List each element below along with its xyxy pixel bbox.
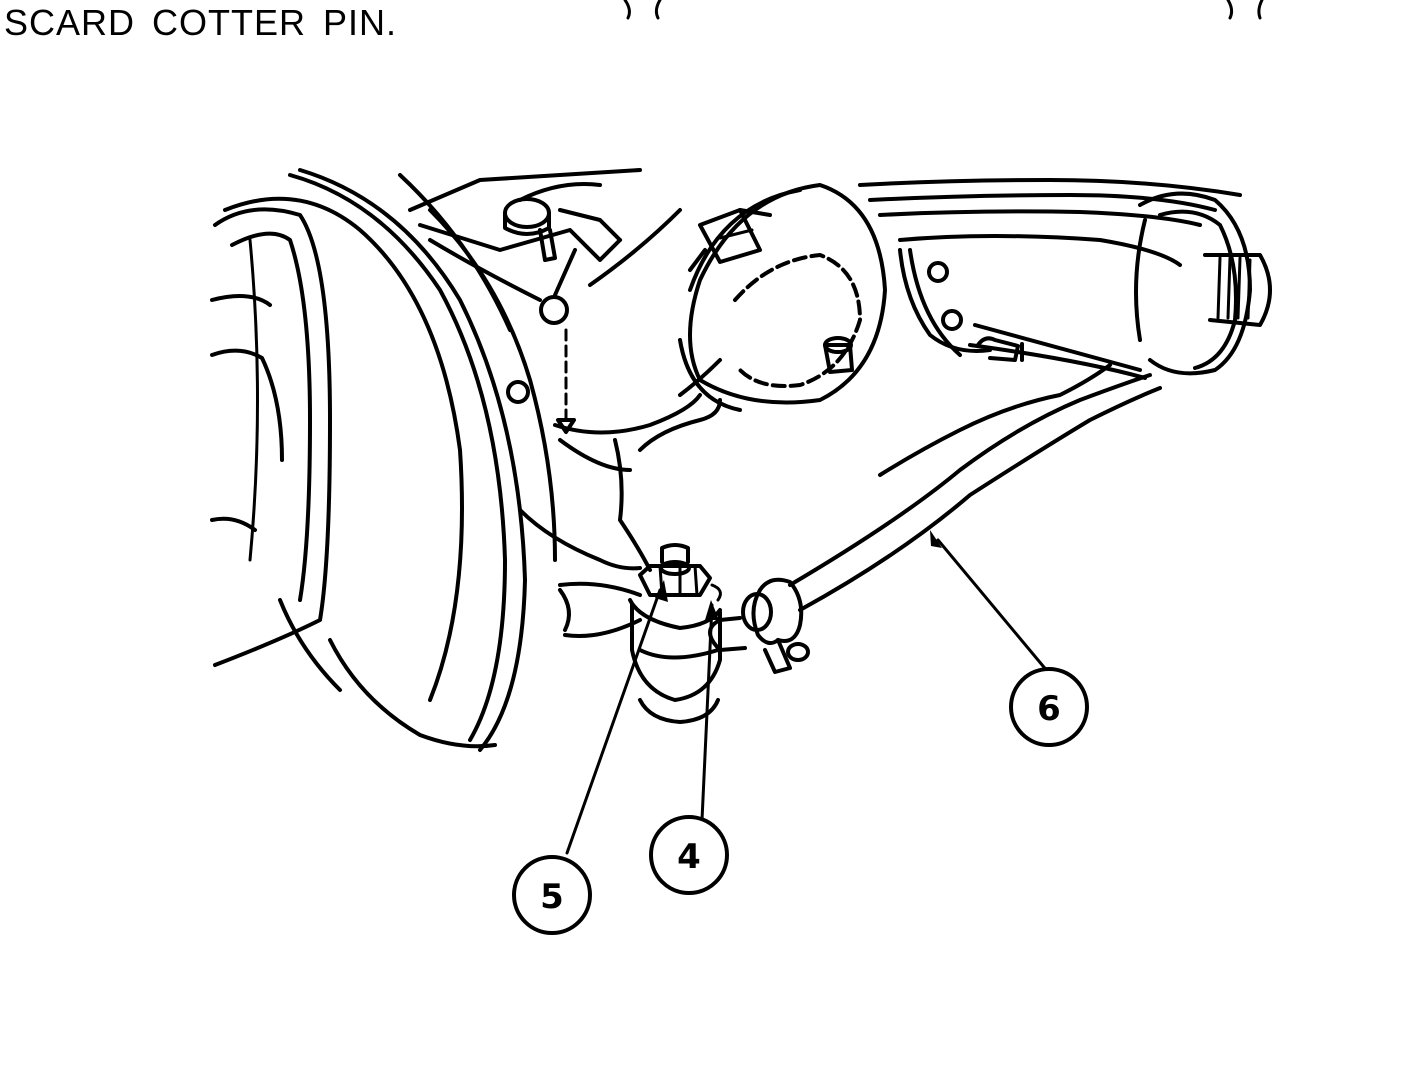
brake-drum xyxy=(210,168,557,752)
callout-5-circle xyxy=(512,855,592,935)
leader-lines xyxy=(565,538,1050,855)
callout-6-label: 6 xyxy=(1037,689,1061,729)
callout-4-circle xyxy=(649,815,729,895)
steering-knuckle xyxy=(408,168,722,638)
callout-5-label: 5 xyxy=(540,877,564,917)
instruction-text: SCARD COTTER PIN. xyxy=(4,2,398,43)
brake-chamber xyxy=(678,183,887,412)
tie-rod xyxy=(788,363,1162,612)
axle-housing xyxy=(858,178,1272,380)
tie-rod-clamp xyxy=(708,577,810,674)
top-fragment-right xyxy=(1226,0,1264,20)
callout-4-label: 4 xyxy=(677,837,701,877)
callout-6-circle xyxy=(1009,667,1089,747)
top-fragment-left xyxy=(623,0,662,20)
arrowheads xyxy=(655,530,942,620)
